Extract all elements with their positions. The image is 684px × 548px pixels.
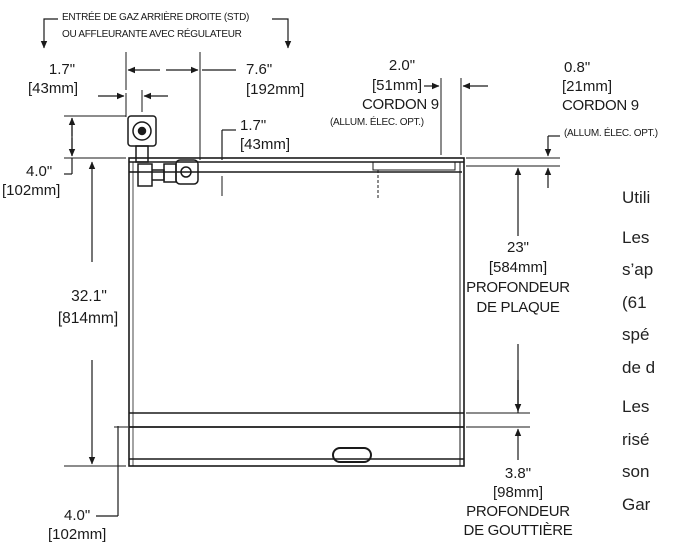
cord-9-label-b: CORDON 9 xyxy=(562,97,639,114)
dim-1-7-top-lines xyxy=(98,90,168,117)
cord-opt-label-b: (ALLUM. ÉLEC. OPT.) xyxy=(564,128,658,139)
dim-4-0-bot-mm: [102mm] xyxy=(48,526,107,543)
plate-depth-line2: DE PLAQUE xyxy=(476,299,560,316)
drip-drawer-handle xyxy=(332,447,372,463)
side-text-line: Les xyxy=(622,227,650,247)
side-text-line: Gar xyxy=(622,494,651,514)
dim-3-8-mm: [98mm] xyxy=(492,484,543,501)
dim-23-in: 23" xyxy=(506,239,529,256)
dim-32-1-lines xyxy=(64,161,126,467)
gas-regulator xyxy=(127,115,199,187)
dim-32-1-mm: [814mm] xyxy=(57,310,119,327)
dim-0-8-lines xyxy=(466,135,560,188)
dim-1-7-mid-mm: [43mm] xyxy=(240,136,291,153)
dim-4-0-bot-lines xyxy=(96,426,128,517)
gutter-depth-line1: PROFONDEUR xyxy=(466,503,570,520)
side-text-line: son xyxy=(622,462,650,481)
cord-opt-label-a: (ALLUM. ÉLEC. OPT.) xyxy=(330,117,424,128)
dim-3-8-in: 3.8" xyxy=(504,465,532,482)
griddle-body xyxy=(128,157,465,467)
dim-0-8-mm: [21mm] xyxy=(562,78,613,95)
side-body-text: Utili Les s’ap (61 spé de d Les risé son… xyxy=(622,182,684,521)
control-knob-strip xyxy=(372,161,456,171)
dim-2-0-lines xyxy=(424,78,488,155)
dim-7-6-in: 7.6" xyxy=(246,61,273,78)
gas-entry-leader xyxy=(40,18,292,49)
dim-4-0-bot-in: 4.0" xyxy=(64,507,91,524)
dim-7-6-lines xyxy=(125,52,236,160)
dim-1-7-mid-lines xyxy=(221,129,236,196)
dim-1-7-top-mm: [43mm] xyxy=(28,80,79,97)
side-text-line: de d xyxy=(622,357,656,377)
dim-4-0-top-lines xyxy=(64,115,126,175)
side-text-line: (61 xyxy=(622,292,647,312)
dim-4-0-top-mm: [102mm] xyxy=(2,182,61,199)
side-text-line: Les xyxy=(622,397,650,416)
dim-4-0-top-in: 4.0" xyxy=(26,163,53,180)
dim-1-7-top-in: 1.7" xyxy=(48,61,76,78)
gas-entry-label-line2: OU AFFLEURANTE AVEC RÉGULATEUR xyxy=(62,29,242,40)
dim-32-1-in: 32.1" xyxy=(71,288,107,305)
plate-depth-line1: PROFONDEUR xyxy=(466,279,570,296)
dim-23-mm: [584mm] xyxy=(488,259,548,276)
side-text-line: s’ap xyxy=(622,260,654,279)
dim-3-8-lines xyxy=(466,380,530,460)
dim-0-8-in: 0.8" xyxy=(564,59,591,76)
side-text-line: spé xyxy=(622,325,650,344)
gas-entry-label-line1: ENTRÉE DE GAZ ARRIÈRE DROITE (STD) xyxy=(62,12,250,23)
dim-2-0-mm: [51mm] xyxy=(372,77,423,94)
cord-9-label-a: CORDON 9 xyxy=(362,96,439,113)
side-text-line: Utili xyxy=(622,188,651,207)
side-text-line: risé xyxy=(622,429,650,449)
dim-7-6-mm: [192mm] xyxy=(246,81,305,98)
dim-2-0-in: 2.0" xyxy=(388,57,416,74)
dim-1-7-mid-in: 1.7" xyxy=(240,117,267,134)
gutter-depth-line2: DE GOUTTIÈRE xyxy=(463,522,573,539)
